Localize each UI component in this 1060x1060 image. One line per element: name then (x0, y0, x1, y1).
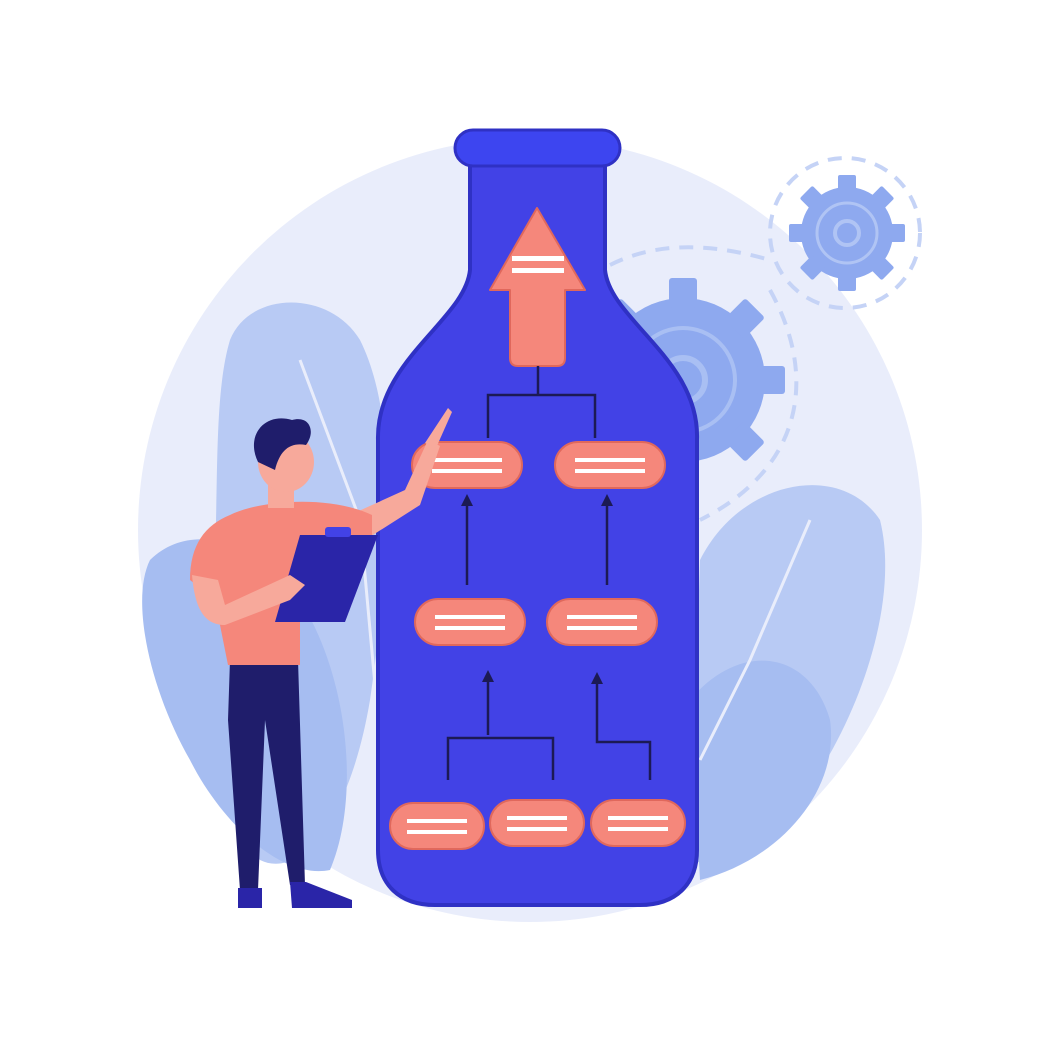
connector-arrowheads (461, 494, 613, 684)
connectors (446, 366, 652, 780)
clipboard (275, 535, 378, 622)
node (546, 598, 658, 646)
node (590, 799, 686, 847)
bottle (375, 128, 700, 907)
bottle-cap (453, 128, 622, 168)
small-gear-icon (789, 175, 905, 291)
process-nodes (389, 441, 686, 850)
person (190, 408, 452, 908)
node (389, 802, 485, 850)
dashed-orbit (768, 156, 922, 310)
right-leaves (690, 485, 886, 880)
node (411, 441, 523, 489)
node (414, 598, 526, 646)
node (489, 799, 585, 847)
node (554, 441, 666, 489)
